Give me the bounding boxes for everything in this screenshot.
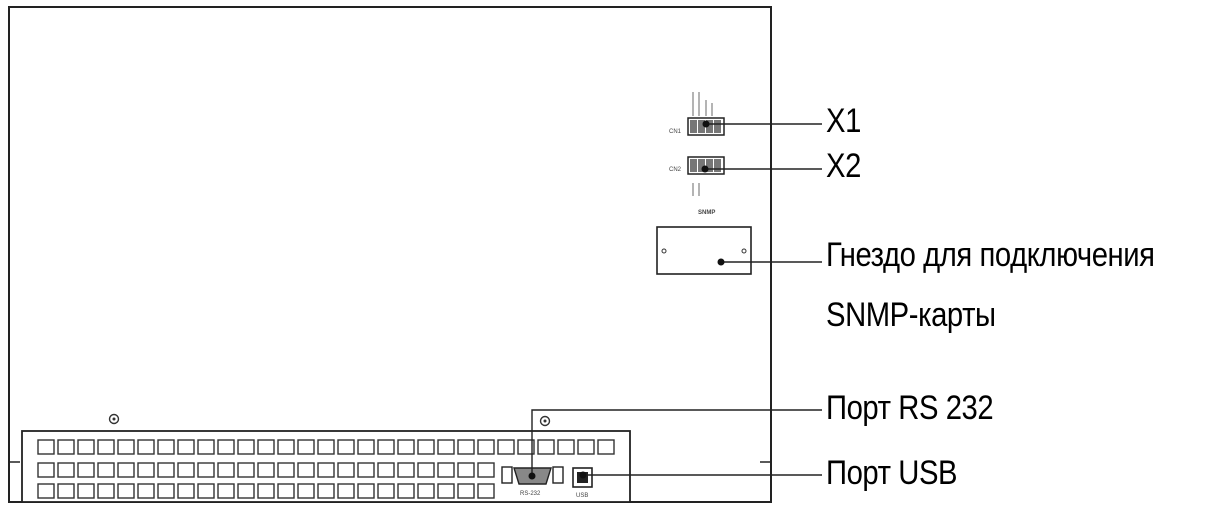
vent-slot [417,439,435,455]
snmp-slot: SNMP [656,210,752,275]
vent-slot [377,439,395,455]
vent-slot [477,483,495,499]
vent-slot [57,462,75,478]
vent-slot [417,483,435,499]
vent-slot [317,483,335,499]
vent-slot [517,439,535,455]
vent-slot [457,462,475,478]
vent-slot [157,483,175,499]
vent-slot [417,462,435,478]
vent-slot [197,483,215,499]
usb-marking: USB [576,493,588,499]
vent-slot [57,439,75,455]
screw-left [108,413,120,425]
vent-slot [457,439,475,455]
vent-plate [21,430,631,503]
vent-slot [177,439,195,455]
vent-slot [77,439,95,455]
leader-rs232 [531,409,822,476]
vent-slot [117,462,135,478]
vent-slot [337,439,355,455]
vent-slot [217,462,235,478]
vent-slot [477,462,495,478]
vent-slot [337,462,355,478]
vent-slot [197,439,215,455]
vent-slot [117,439,135,455]
vent-slot [357,439,375,455]
vent-slot [377,462,395,478]
vent-slot [317,462,335,478]
vent-slot [357,483,375,499]
vent-slot [377,483,395,499]
vent-slot [37,462,55,478]
vent-slot [37,483,55,499]
vent-slot [97,439,115,455]
vent-slot [437,483,455,499]
vent-slot [97,483,115,499]
label-usb-port: Порт USB [826,454,958,492]
label-snmp-line2: SNMP-карты [826,296,996,334]
vent-slot [157,439,175,455]
rs232-port: RS-232 [501,466,564,497]
vent-slot [217,439,235,455]
snmp-marking: SNMP [698,210,715,216]
rs232-marking: RS-232 [520,491,541,497]
vent-slot [57,483,75,499]
vent-slot [577,439,595,455]
vent-grille [37,439,615,499]
vent-slot [457,483,475,499]
vent-slot [537,439,555,455]
vent-slot [497,439,515,455]
vent-slot [437,462,455,478]
vent-slot [117,483,135,499]
vent-slot [597,439,615,455]
vent-slot [177,483,195,499]
leader-dots [528,120,725,480]
vent-slot [197,462,215,478]
vent-slot [297,483,315,499]
vent-slot [317,439,335,455]
vent-slot [237,462,255,478]
vent-slot [37,439,55,455]
vent-slot [137,483,155,499]
vent-slot [137,462,155,478]
vent-slot [297,439,315,455]
vent-slot [257,439,275,455]
vent-slot [277,483,295,499]
label-x2: X2 [826,147,861,185]
vent-slot [97,462,115,478]
label-snmp-line1: Гнездо для подключения [826,236,1155,274]
vent-slot [297,462,315,478]
vent-slot [277,439,295,455]
vent-slot [237,483,255,499]
vent-slot [357,462,375,478]
cn1-connector: CN1 [669,92,725,136]
vent-slot [157,462,175,478]
vent-slot [397,462,415,478]
vent-slot [557,439,575,455]
cn2-marking: CN2 [669,167,682,173]
label-x1: X1 [826,102,861,140]
leader-lines [531,123,822,476]
vent-slot [277,462,295,478]
vent-slot [257,462,275,478]
vent-slot [257,483,275,499]
vent-slot [77,483,95,499]
vent-slot [177,462,195,478]
label-rs232-port: Порт RS 232 [826,389,994,427]
vent-slot [77,462,95,478]
screw-right [539,415,551,427]
vent-slot [337,483,355,499]
cn1-marking: CN1 [669,129,682,135]
vent-slot [477,439,495,455]
vent-slot [397,483,415,499]
vent-slot [437,439,455,455]
vent-slot [217,483,235,499]
vent-slot [137,439,155,455]
vent-slot [237,439,255,455]
vent-slot [397,439,415,455]
cn2-connector: CN2 [669,156,725,196]
